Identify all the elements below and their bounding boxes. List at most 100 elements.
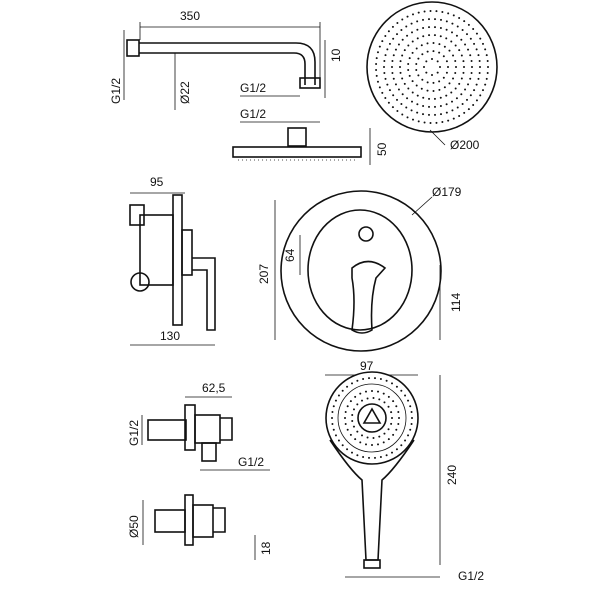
outlet-thread-out-label: G1/2 [238, 455, 264, 469]
nozzle-dot [404, 394, 407, 397]
head-thread-label: G1/2 [240, 107, 266, 121]
nozzle-dot [346, 405, 349, 408]
nozzle-dot [375, 68, 378, 71]
nozzle-dot [428, 34, 431, 37]
nozzle-dot [397, 88, 400, 91]
nozzle-dot [406, 34, 409, 37]
nozzle-dot [423, 66, 425, 68]
nozzle-dot [391, 451, 393, 454]
nozzle-dot [445, 103, 448, 106]
nozzle-dot [377, 390, 380, 393]
nozzle-dot [381, 91, 384, 94]
nozzle-dot [425, 71, 428, 74]
nozzle-dot [352, 408, 355, 411]
nozzle-dot [384, 77, 387, 80]
nozzle-dot [454, 44, 457, 47]
nozzle-dot [436, 71, 439, 74]
nozzle-dot [391, 382, 393, 385]
nozzle-dot [388, 89, 391, 92]
nozzle-dot [477, 77, 480, 80]
nozzle-dot [391, 25, 394, 28]
nozzle-dot [460, 54, 463, 57]
nozzle-dot [411, 40, 414, 43]
nozzle-dot [387, 30, 390, 33]
nozzle-dot [390, 422, 393, 425]
mixer-depth-top-label: 95 [150, 175, 164, 189]
nozzle-dot [445, 28, 448, 31]
nozzle-dot [401, 54, 404, 57]
nozzle-dot [460, 38, 463, 41]
nozzle-dot [485, 77, 488, 80]
nozzle-dot [407, 62, 410, 65]
nozzle-dot [439, 18, 442, 21]
nozzle-dot [472, 103, 475, 106]
nozzle-dot [397, 423, 400, 426]
nozzle-dot [332, 428, 335, 431]
nozzle-dot [378, 86, 381, 89]
nozzle-dot [462, 71, 465, 74]
nozzle-dot [396, 21, 399, 24]
nozzle-dot [478, 59, 481, 62]
nozzle-dot [432, 89, 435, 92]
nozzle-dot [470, 60, 473, 63]
nozzle-dot [403, 82, 406, 85]
nozzle-dot [362, 455, 365, 458]
nozzle-dot [359, 392, 362, 395]
nozzle-dot [354, 438, 357, 441]
nozzle-dot [475, 48, 478, 51]
nozzle-dot [387, 405, 390, 408]
nozzle-dot [401, 93, 404, 96]
nozzle-dot [433, 97, 436, 100]
nozzle-dot [441, 121, 444, 124]
nozzle-dot [383, 66, 385, 68]
nozzle-dot [458, 82, 461, 85]
nozzle-dot [391, 106, 394, 109]
nozzle-dot [391, 66, 393, 68]
nozzle-dot [391, 417, 393, 419]
nozzle-dot [412, 13, 415, 16]
nozzle-dot [458, 114, 461, 117]
nozzle-dot [404, 439, 407, 442]
nozzle-dot [467, 48, 470, 51]
nozzle-dot [382, 441, 385, 444]
nozzle-dot [375, 57, 378, 60]
nozzle-dot [417, 11, 420, 14]
nozzle-dot [465, 98, 468, 101]
nozzle-dot [395, 385, 398, 388]
nozzle-dot [464, 88, 467, 91]
holder-diameter-label: Ø50 [127, 515, 141, 538]
nozzle-dot [346, 448, 349, 451]
nozzle-dot [388, 42, 391, 45]
button-offset-label: 64 [283, 248, 297, 262]
nozzle-dot [401, 38, 404, 41]
nozzle-dot [341, 444, 344, 447]
nozzle-dot [349, 400, 352, 403]
nozzle-dot [455, 34, 458, 37]
nozzle-dot [460, 77, 463, 80]
nozzle-dot [433, 26, 436, 29]
nozzle-dot [372, 397, 375, 400]
hand-width-label: 97 [360, 359, 374, 373]
nozzle-dot [411, 80, 414, 83]
nozzle-dot [381, 40, 384, 43]
nozzle-dot [423, 10, 426, 13]
nozzle-dot [433, 34, 436, 37]
arm-offset-label: 10 [329, 48, 343, 62]
head-diameter-label: Ø200 [450, 138, 480, 152]
nozzle-dot [445, 20, 448, 23]
nozzle-dot [399, 66, 401, 68]
nozzle-dot [382, 392, 385, 395]
nozzle-dot [351, 414, 354, 417]
nozzle-dot [415, 84, 418, 87]
nozzle-dot [411, 100, 413, 103]
nozzle-dot [472, 28, 475, 31]
nozzle-dot [411, 91, 414, 94]
nozzle-dot [416, 37, 419, 40]
nozzle-dot [470, 71, 473, 74]
nozzle-dot [346, 385, 349, 388]
nozzle-dot [425, 60, 428, 63]
nozzle-dot [344, 410, 347, 413]
nozzle-dot [426, 89, 429, 92]
nozzle-dot [416, 103, 419, 106]
arm-end-thread-label: G1/2 [240, 81, 266, 95]
